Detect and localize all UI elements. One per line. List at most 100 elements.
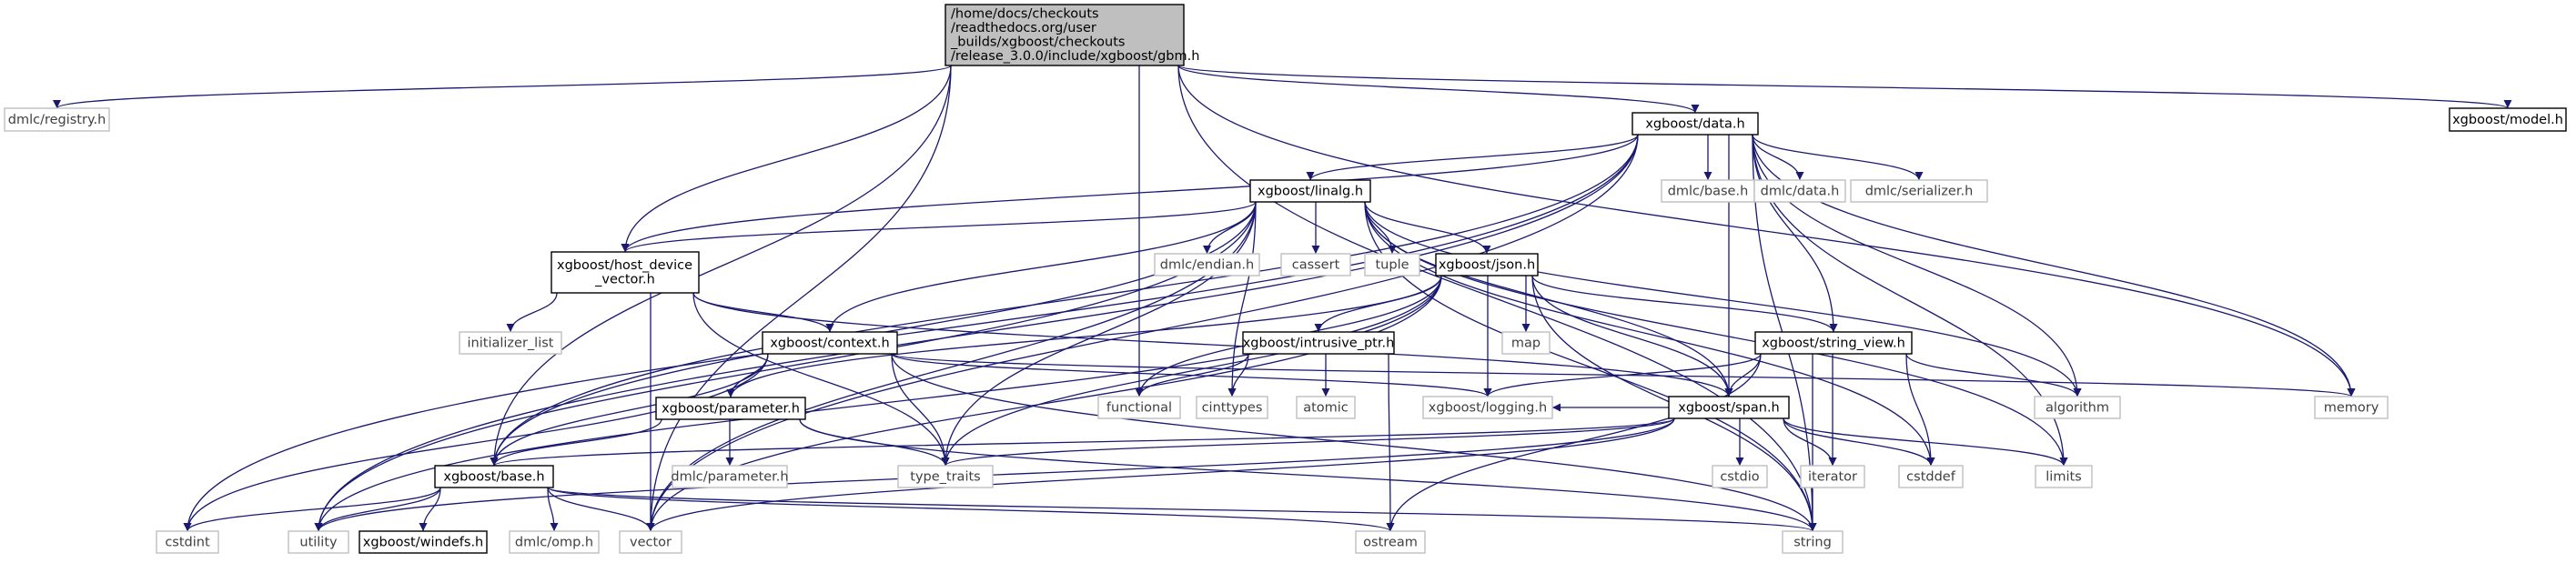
node-label-memory-0: memory (2324, 400, 2379, 415)
edge-root-to-hostdev (621, 65, 952, 253)
node-label-hostdev-1: _vector.h (594, 273, 655, 287)
node-label-serializer-0: dmlc/serializer.h (1865, 184, 1974, 198)
node-utility: utility (288, 530, 349, 554)
edge-linalg-to-algorithm (1364, 201, 2082, 397)
node-label-endian-0: dmlc/endian.h (1160, 257, 1254, 272)
node-model[interactable]: xgboost/model.h (2449, 107, 2567, 132)
node-atomic: atomic (1296, 396, 1356, 419)
node-box-cstdint (156, 530, 219, 554)
node-label-cstdint-0: cstdint (165, 535, 210, 549)
node-dmlcdata: dmlc/data.h (1753, 179, 1846, 203)
node-box-serializer (1850, 179, 1988, 203)
node-label-span-0: xgboost/span.h (1678, 400, 1780, 415)
node-box-root (945, 4, 1185, 66)
edge-parameter-to-string (799, 418, 1817, 532)
edge-json-to-stringview (1531, 275, 1838, 333)
edge-context-to-cstdint (183, 353, 769, 532)
node-box-dmlcparam (672, 465, 788, 488)
node-algorithm: algorithm (2034, 396, 2121, 419)
node-box-vector (619, 530, 682, 554)
node-label-ostream-0: ostream (1363, 535, 1418, 549)
node-linalg[interactable]: xgboost/linalg.h (1249, 179, 1371, 203)
node-label-linalg-0: xgboost/linalg.h (1258, 184, 1363, 198)
node-tuple: tuple (1364, 253, 1420, 276)
edge-linalg-to-limits (1364, 201, 2068, 467)
node-box-base (434, 465, 554, 488)
edge-base-to-vector (547, 487, 655, 532)
edge-linalg-to-hostdev (621, 201, 1257, 253)
edge-stringview-to-logging (1483, 353, 1762, 397)
node-box-stringview (1754, 331, 1913, 355)
node-box-atomic (1296, 396, 1356, 419)
edge-json-to-span (1531, 275, 1733, 397)
edge-hostdev-to-typetraits (692, 292, 950, 467)
node-cstdint: cstdint (156, 530, 219, 554)
edge-data-to-hostdev (621, 134, 1639, 253)
node-box-ostream (1355, 530, 1426, 554)
node-string: string (1782, 530, 1844, 554)
node-root[interactable]: /home/docs/checkouts/readthedocs.org/use… (945, 4, 1199, 66)
edge-base-to-utility (314, 487, 441, 532)
node-context[interactable]: xgboost/context.h (762, 331, 898, 355)
node-label-limits-0: limits (2046, 469, 2081, 484)
node-box-omp (509, 530, 600, 554)
edge-data-to-base (490, 134, 1639, 467)
node-label-root-0: /home/docs/checkouts (951, 7, 1099, 22)
node-label-functional-0: functional (1106, 400, 1172, 415)
node-box-iterator (1800, 465, 1865, 488)
node-dmlcparam: dmlc/parameter.h (671, 465, 789, 488)
node-box-dmlcbase (1661, 179, 1755, 203)
edge-linalg-to-context (825, 201, 1257, 333)
edge-stringview-to-algorithm (1905, 353, 2082, 397)
node-stringview[interactable]: xgboost/string_view.h (1754, 331, 1913, 355)
node-initlist: initializer_list (459, 331, 562, 355)
node-base[interactable]: xgboost/base.h (434, 465, 554, 488)
node-label-algorithm-0: algorithm (2046, 400, 2109, 415)
edge-data-to-linalg (1306, 134, 1639, 181)
node-box-algorithm (2034, 396, 2121, 419)
node-label-vector-0: vector (630, 535, 672, 549)
edge-base-to-ostream (547, 487, 1395, 532)
node-label-utility-0: utility (299, 535, 338, 549)
node-box-cassert (1280, 253, 1351, 276)
node-endian: dmlc/endian.h (1154, 253, 1260, 276)
node-data[interactable]: xgboost/data.h (1631, 112, 1759, 136)
edge-data-to-memory (1752, 134, 2356, 397)
node-box-utility (288, 530, 349, 554)
node-json[interactable]: xgboost/json.h (1435, 253, 1539, 276)
edge-parameter-to-base (490, 418, 662, 467)
node-box-cstdio (1712, 465, 1768, 488)
node-hostdev[interactable]: xgboost/host_device_vector.h (551, 251, 700, 294)
node-label-intrusive-0: xgboost/intrusive_ptr.h (1243, 336, 1395, 350)
node-logging: xgboost/logging.h (1422, 396, 1553, 419)
node-box-model (2449, 107, 2567, 132)
edge-linalg-to-cinttypes (1227, 201, 1257, 397)
node-memory: memory (2314, 396, 2389, 419)
node-limits: limits (2035, 465, 2093, 488)
edge-context-to-logging (891, 353, 1492, 397)
node-intrusive[interactable]: xgboost/intrusive_ptr.h (1242, 331, 1395, 355)
edge-span-to-vector (646, 417, 1675, 532)
node-label-cassert-0: cassert (1292, 257, 1340, 272)
node-box-json (1435, 253, 1539, 276)
node-windefs[interactable]: xgboost/windefs.h (359, 530, 488, 554)
node-span[interactable]: xgboost/span.h (1668, 396, 1790, 419)
node-box-typetraits (897, 465, 994, 488)
node-box-cstddef (1898, 465, 1964, 488)
node-layer: /home/docs/checkouts/readthedocs.org/use… (4, 4, 2567, 554)
node-box-linalg (1249, 179, 1371, 203)
node-box-memory (2314, 396, 2389, 419)
node-box-logging (1422, 396, 1553, 419)
edge-context-to-string (891, 353, 1817, 532)
node-box-functional (1097, 396, 1181, 419)
edge-base-to-cstdint (183, 487, 441, 532)
node-parameter[interactable]: xgboost/parameter.h (655, 397, 806, 420)
edge-root-to-string (1177, 65, 1817, 532)
edge-json-to-parameter (726, 275, 1442, 398)
edge-json-to-typetraits (941, 275, 1442, 467)
node-box-initlist (459, 331, 562, 355)
node-registry: dmlc/registry.h (4, 107, 110, 132)
node-label-map-0: map (1511, 336, 1541, 350)
node-label-cstddef-0: cstddef (1906, 469, 1956, 484)
node-label-base-0: xgboost/base.h (443, 469, 544, 484)
